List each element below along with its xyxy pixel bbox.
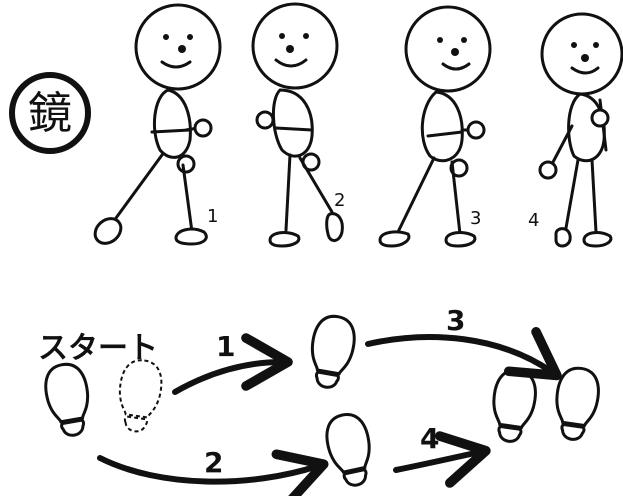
figure-step-1: 1 [90,5,220,248]
arrow-2-number: 2 [204,446,223,479]
end-right-footprint [551,366,601,442]
step-2-footprint [322,411,377,489]
figure-step-4: 4 [528,14,622,246]
figure-3-body [422,92,462,161]
figure-3-head [406,7,490,91]
step-1-footprint [305,313,358,391]
figure-step-2: 2 [253,4,345,246]
figure-1-head [136,5,220,89]
figure-step-3: 3 [380,7,490,246]
figure-1-step-number: 1 [207,206,218,227]
figure-4-step-number: 4 [528,210,539,231]
footwork-map: スタート 1 2 3 4 [38,304,602,489]
arrow-step-3 [368,337,552,372]
arrow-3-number: 3 [446,304,465,337]
figure-2-head [253,4,337,88]
figure-4-head [542,14,622,94]
end-left-footprint [488,368,538,444]
arrow-step-1 [175,362,282,392]
arrow-4-number: 4 [420,422,439,455]
start-right-footprint-dashed [114,358,164,434]
figure-2-body [273,90,312,156]
figure-3-step-number: 3 [470,208,481,229]
figure-2-step-number: 2 [334,190,345,211]
mirror-badge: 鏡 [12,75,88,151]
badge-kanji: 鏡 [28,88,72,139]
arrow-1-number: 1 [216,330,235,363]
start-left-footprint [42,361,95,439]
figure-1-body [154,90,190,157]
